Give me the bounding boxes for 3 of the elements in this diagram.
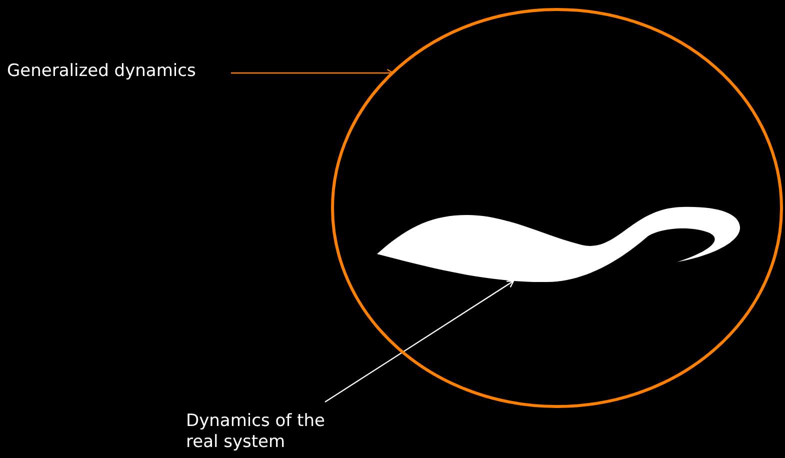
callout-text: Generalized dynamics: [7, 61, 197, 82]
arrow: [324, 280, 514, 402]
callout-text: Dynamics of the real system: [186, 411, 326, 453]
